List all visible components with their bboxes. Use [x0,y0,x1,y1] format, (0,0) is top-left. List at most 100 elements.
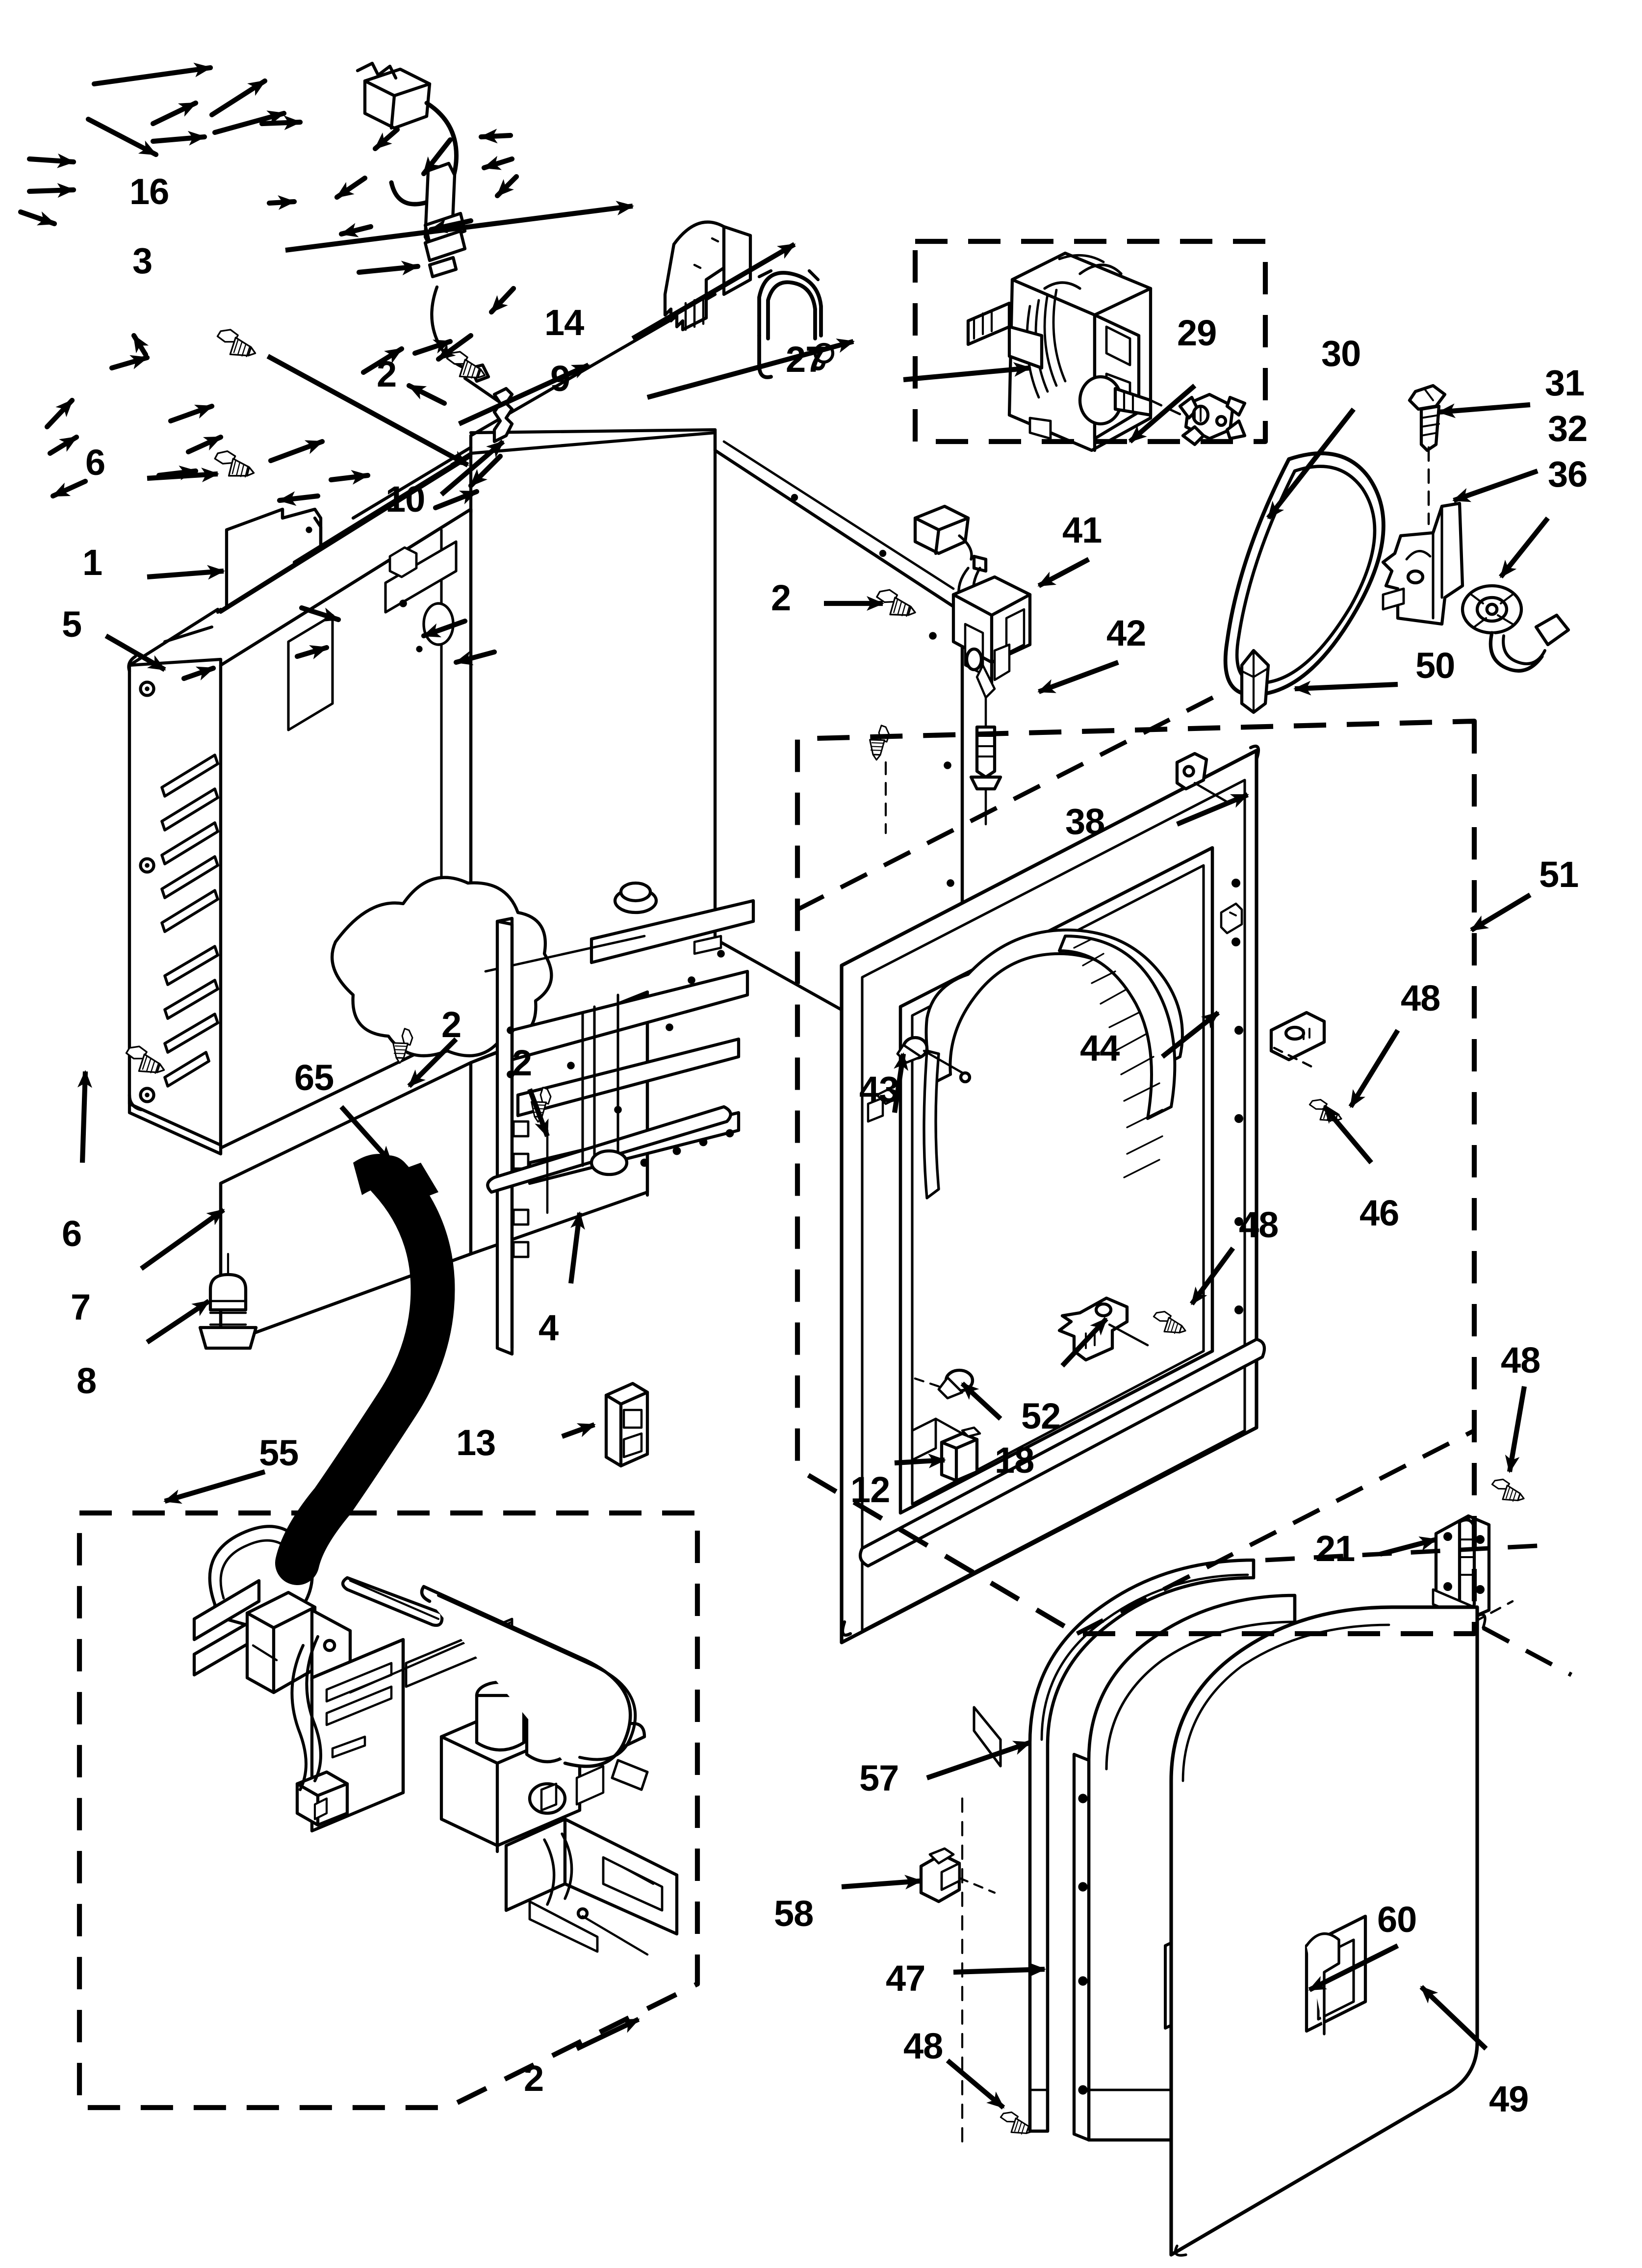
callout-number-41: 41 [1062,510,1102,550]
leader-2-c [407,1037,458,1088]
callout-number-55: 55 [259,1433,299,1473]
callout-number-8: 8 [77,1360,97,1401]
leader-43 [892,1052,908,1113]
motor-assembly-art [966,251,1202,452]
igniter-screw-art [213,327,260,362]
callout-leader-lines [77,201,1550,2110]
callout-number-27: 27 [786,339,825,380]
leader-4 [568,1211,585,1284]
leader-18 [960,1382,1002,1421]
idler-bracket-art [1381,501,1464,626]
leader-32 [1452,469,1539,503]
leader-8 [146,1299,210,1345]
callout-number-1: 1 [82,542,103,583]
callout-number-44: 44 [1080,1028,1120,1069]
motor-group-boundary [912,238,1268,444]
callout-number-48-d: 48 [903,2026,943,2066]
callout-number-2-e: 2 [524,2058,544,2099]
callout-number-49: 49 [1489,2079,1529,2119]
callout-number-50: 50 [1415,645,1455,686]
leader-12 [894,1453,946,1468]
callout-number-16: 16 [129,171,169,212]
callout-number-43: 43 [859,1069,899,1110]
leader-9 [646,339,855,400]
leader-60 [1308,1943,1399,1992]
callout-number-51: 51 [1539,854,1579,895]
leader-55 [163,1469,266,1504]
gas-burner-assembly-art [192,1525,679,1956]
idler-bracket-screw-art [1408,384,1447,525]
leader-48-a [1348,1029,1400,1108]
leader-29 [1128,384,1197,443]
leader-41 [1037,557,1090,588]
drive-belt-art [1223,451,1385,697]
leader-16 [285,201,634,253]
callout-number-12: 12 [850,1469,890,1510]
panel-clip-art [911,1417,981,1483]
callout-number-3: 3 [132,240,153,281]
callout-number-36: 36 [1548,454,1588,495]
leader-2-d [527,1088,550,1138]
callout-number-21: 21 [1315,1528,1355,1569]
leader-13 [561,1422,596,1439]
callout-number-2-d: 2 [512,1043,532,1083]
leader-65 [339,1105,393,1165]
leader-50 [1293,680,1398,696]
callout-number-48-a: 48 [1401,978,1440,1018]
leader-58 [841,1875,923,1890]
callout-number-46: 46 [1360,1193,1399,1233]
leveling-leg-art [198,1252,258,1350]
motor-retaining-clip-art [1178,392,1247,446]
callout-number-14: 14 [544,302,584,343]
callout-number-58: 58 [774,1893,814,1934]
door-switch-art [913,504,1032,826]
leader-48-c [1505,1386,1527,1473]
front-panel-group-boundary [795,718,1477,1637]
callout-number-5: 5 [62,604,82,645]
leader-3 [266,354,469,468]
door-outer-seal-art [961,1558,1256,2153]
leader-14 [631,242,796,341]
callout-number-48-b: 48 [1239,1204,1279,1245]
callout-number-47: 47 [886,1958,925,1999]
leader-2-a [458,363,590,426]
leader-2-e [575,2017,640,2051]
push-pin-retainer-art [1240,649,1270,714]
leader-57 [926,1740,1031,1780]
callout-number-31: 31 [1545,363,1585,403]
leader-10 [439,440,505,496]
panel-screw-c-art [1488,1477,1527,1506]
callout-number-4: 4 [539,1307,559,1348]
burner-retaining-clip-art [604,1382,649,1468]
leader-6-a [147,468,219,483]
callout-number-38: 38 [1065,801,1105,842]
callout-number-52: 52 [1021,1396,1061,1436]
callout-number-6-a: 6 [85,442,105,483]
callout-number-48-c: 48 [1501,1340,1540,1381]
front-panel-art [840,744,1326,1644]
callout-number-30: 30 [1321,333,1361,374]
cabinet-bottom-panel-art [219,881,755,1356]
callout-number-65: 65 [294,1057,334,1098]
leader-5 [104,633,166,672]
wire-clamp-bracket-art [663,220,752,332]
leader-36 [1499,516,1550,579]
leader-48-d [946,2059,1005,2110]
leader-48-b [1189,1246,1235,1306]
cabinet-screw-top-art [212,449,257,482]
callout-number-2-c: 2 [441,1004,462,1045]
cabinet-clip-art [492,387,514,443]
idler-pulley-art [1461,584,1570,673]
leader-27 [903,362,1031,383]
leader-30 [1266,407,1356,520]
cabinet-assembly-art [127,292,964,1194]
leader-51 [1470,892,1532,933]
leader-49 [1419,1985,1488,2051]
leader-31 [1437,402,1531,418]
callout-number-10: 10 [385,479,425,520]
callout-number-2-b: 2 [771,577,791,618]
door-outer-panel-art [1169,1605,1487,2257]
front-panel-catch-art [1269,1011,1326,1070]
callout-number-60: 60 [1377,1899,1417,1940]
